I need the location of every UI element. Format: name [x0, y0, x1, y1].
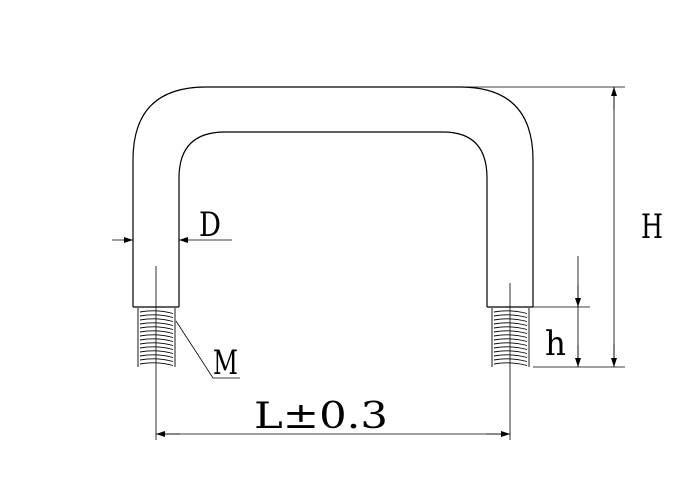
thread-coil: [139, 358, 174, 362]
thread-coil: [493, 334, 528, 338]
thread-coil: [139, 350, 174, 354]
centerlines: [155, 266, 511, 440]
thread-coil: [139, 334, 174, 338]
thread-coil: [493, 362, 528, 366]
thread-coil: [493, 358, 528, 362]
thread-length-dimension: [533, 256, 590, 367]
u-bolt-body: [132, 86, 534, 308]
inner-contour: [178, 131, 488, 307]
thread-coil: [139, 330, 174, 334]
thread-coil: [493, 318, 528, 322]
thread-coil: [493, 354, 528, 358]
height-label: H: [641, 207, 663, 247]
length-label: L±0.3: [254, 396, 388, 437]
left-thread: [137, 308, 176, 367]
thread-leader-line: [175, 320, 240, 379]
thread-coil: [493, 350, 528, 354]
height-dimension: [460, 86, 625, 368]
thread-coil: [493, 346, 528, 350]
thread-coil: [139, 314, 174, 318]
thread-coil: [493, 326, 528, 330]
thread-coil: [493, 338, 528, 342]
thread-coil: [139, 338, 174, 342]
thread-coil: [493, 342, 528, 346]
thread-coil: [493, 330, 528, 334]
thread-length-label: h: [545, 324, 566, 364]
thread-coil: [139, 342, 174, 346]
thread-coil: [493, 314, 528, 318]
diameter-label: D: [199, 205, 221, 245]
thread-coil: [139, 318, 174, 322]
right-thread: [491, 308, 530, 367]
thread-coil: [139, 362, 174, 366]
outer-contour: [132, 86, 534, 307]
thread-coil: [139, 326, 174, 330]
thread-coil: [139, 322, 174, 326]
thread-coil: [139, 354, 174, 358]
thread-coil: [139, 310, 174, 314]
thread-label: M: [213, 343, 238, 383]
thread-coil: [493, 322, 528, 326]
thread-coil: [139, 346, 174, 350]
thread-coil: [493, 310, 528, 314]
